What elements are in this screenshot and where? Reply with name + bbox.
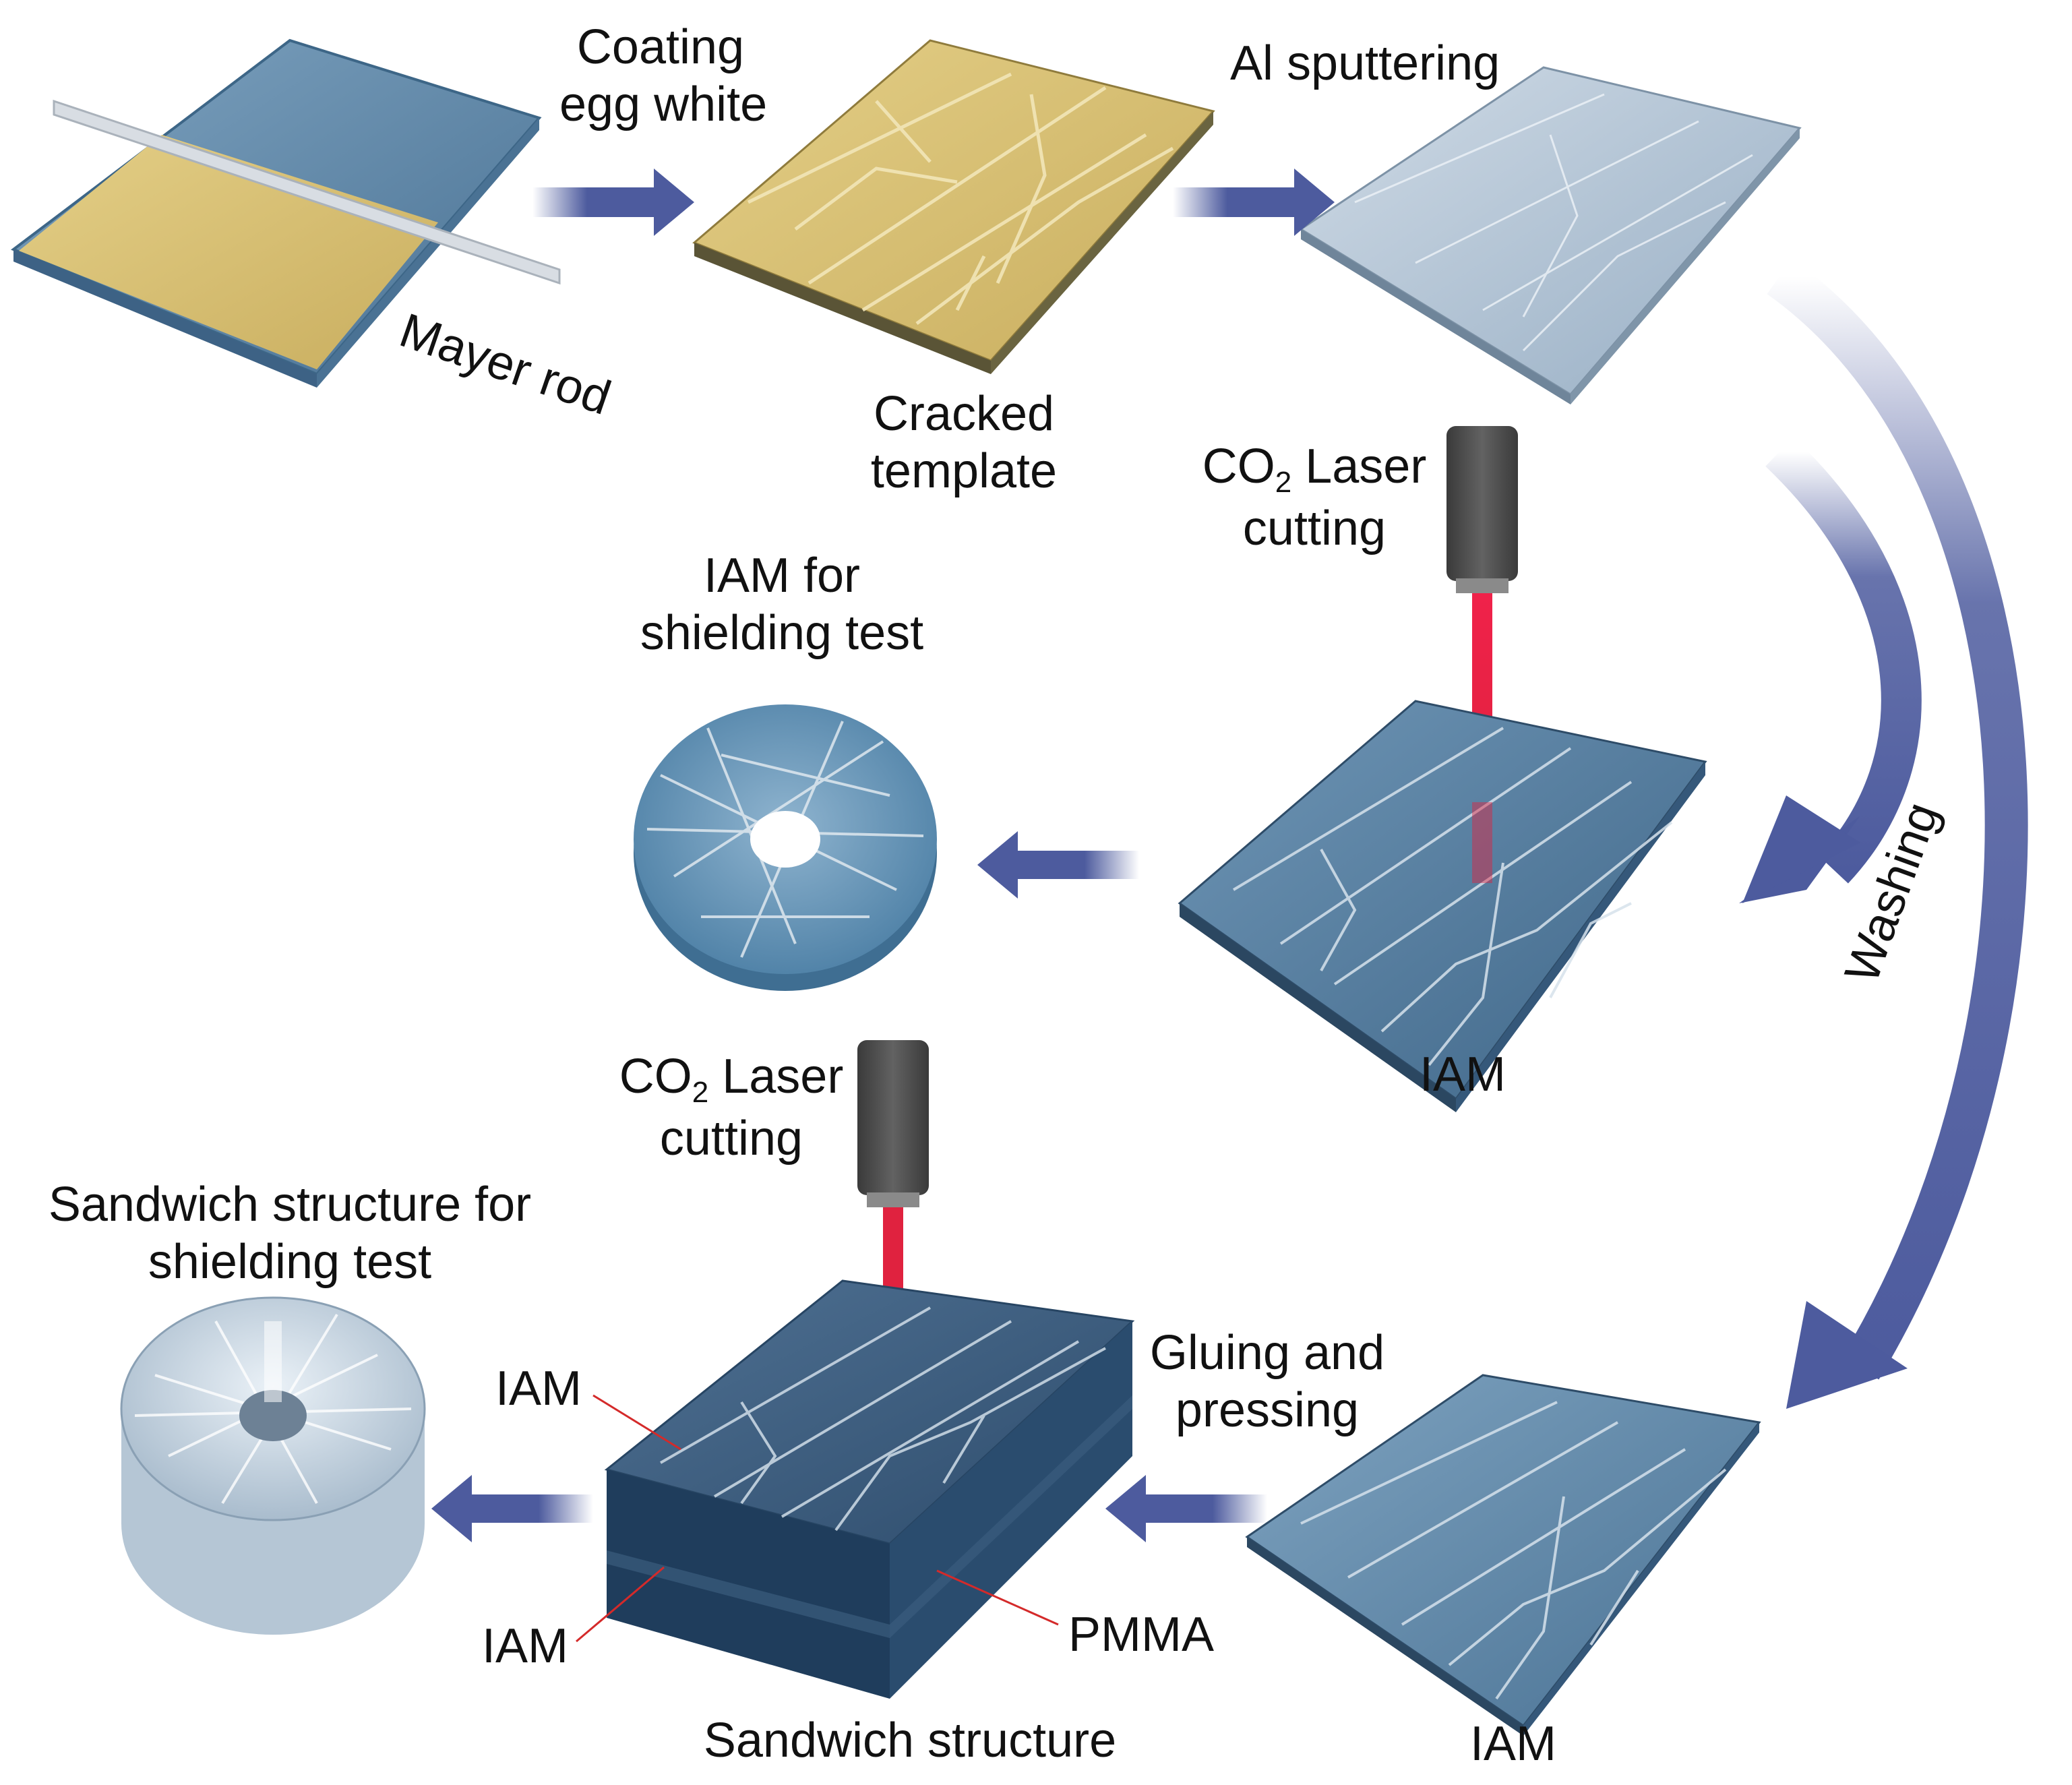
label-coating-egg-white: Coating egg white <box>559 19 768 133</box>
pointer-iam-top <box>592 1394 681 1451</box>
label-laser-cutting-2: CO2 Laser cutting <box>607 1048 856 1168</box>
label-cracked-line1: Cracked <box>873 387 1055 441</box>
al-sputtered-panel <box>1299 66 1802 404</box>
label-laser1-line2: cutting <box>1242 501 1387 555</box>
mayer-rod <box>53 99 561 285</box>
label-laser2-line2: cutting <box>659 1111 803 1166</box>
arrow-gluing <box>1105 1475 1267 1542</box>
label-iam-bottom-right: IAM <box>1469 1717 1556 1771</box>
pointer-pmma <box>936 1569 1059 1626</box>
iam-disk <box>634 704 937 991</box>
sandwich-block <box>604 1279 1135 1699</box>
label-pmma: PMMA <box>1068 1608 1214 1662</box>
pointer-lines <box>576 1394 1059 1643</box>
iam-panel-bottom <box>1245 1374 1761 1736</box>
disk-center-hole <box>750 811 820 868</box>
label-cracked-template: Cracked template <box>849 386 1078 500</box>
label-coating-line1: Coating <box>576 20 745 74</box>
label-iam-top-layer: IAM <box>495 1362 582 1416</box>
iam-panel-middle <box>1178 700 1707 1112</box>
arrow-to-cylinder <box>431 1475 593 1542</box>
arrow-coating <box>532 169 694 236</box>
cylinder-center-hole <box>239 1390 307 1441</box>
washing-arrow-short <box>1739 437 1922 903</box>
arrow-to-disk <box>977 831 1139 899</box>
label-gluing-line1: Gluing and <box>1149 1326 1385 1380</box>
label-iam-middle: IAM <box>1419 1048 1506 1101</box>
washing-arrow-long <box>1767 258 2028 1409</box>
mayer-rod-coating-panel <box>10 38 561 388</box>
label-sandwich-structure: Sandwich structure <box>703 1714 1117 1767</box>
label-al-sputtering: Al sputtering <box>1230 36 1500 90</box>
label-coating-line2: egg white <box>559 77 768 131</box>
label-sandwich-test-line1: Sandwich structure for <box>48 1178 532 1232</box>
label-laser1-line1: CO2 Laser <box>1202 440 1427 499</box>
label-iam-shield-line2: shielding test <box>640 605 924 660</box>
pointer-iam-bottom <box>576 1566 665 1643</box>
label-gluing-line2: pressing <box>1175 1383 1360 1437</box>
sandwich-cylinder <box>120 1296 426 1635</box>
label-sandwich-test-line2: shielding test <box>148 1234 432 1289</box>
arrow-sputtering <box>1173 169 1335 236</box>
label-cracked-line2: template <box>870 444 1058 498</box>
label-laser-cutting-1: CO2 Laser cutting <box>1200 438 1429 557</box>
label-iam-for-shielding: IAM for shielding test <box>620 547 944 662</box>
cracked-template-panel <box>692 39 1215 374</box>
label-laser2-line1: CO2 Laser <box>619 1050 844 1109</box>
label-gluing-and-pressing: Gluing and pressing <box>1139 1325 1395 1439</box>
label-iam-bottom-layer: IAM <box>482 1619 569 1673</box>
label-sandwich-for-shielding: Sandwich structure for shielding test <box>34 1176 546 1291</box>
label-iam-shield-line1: IAM for <box>703 549 861 603</box>
